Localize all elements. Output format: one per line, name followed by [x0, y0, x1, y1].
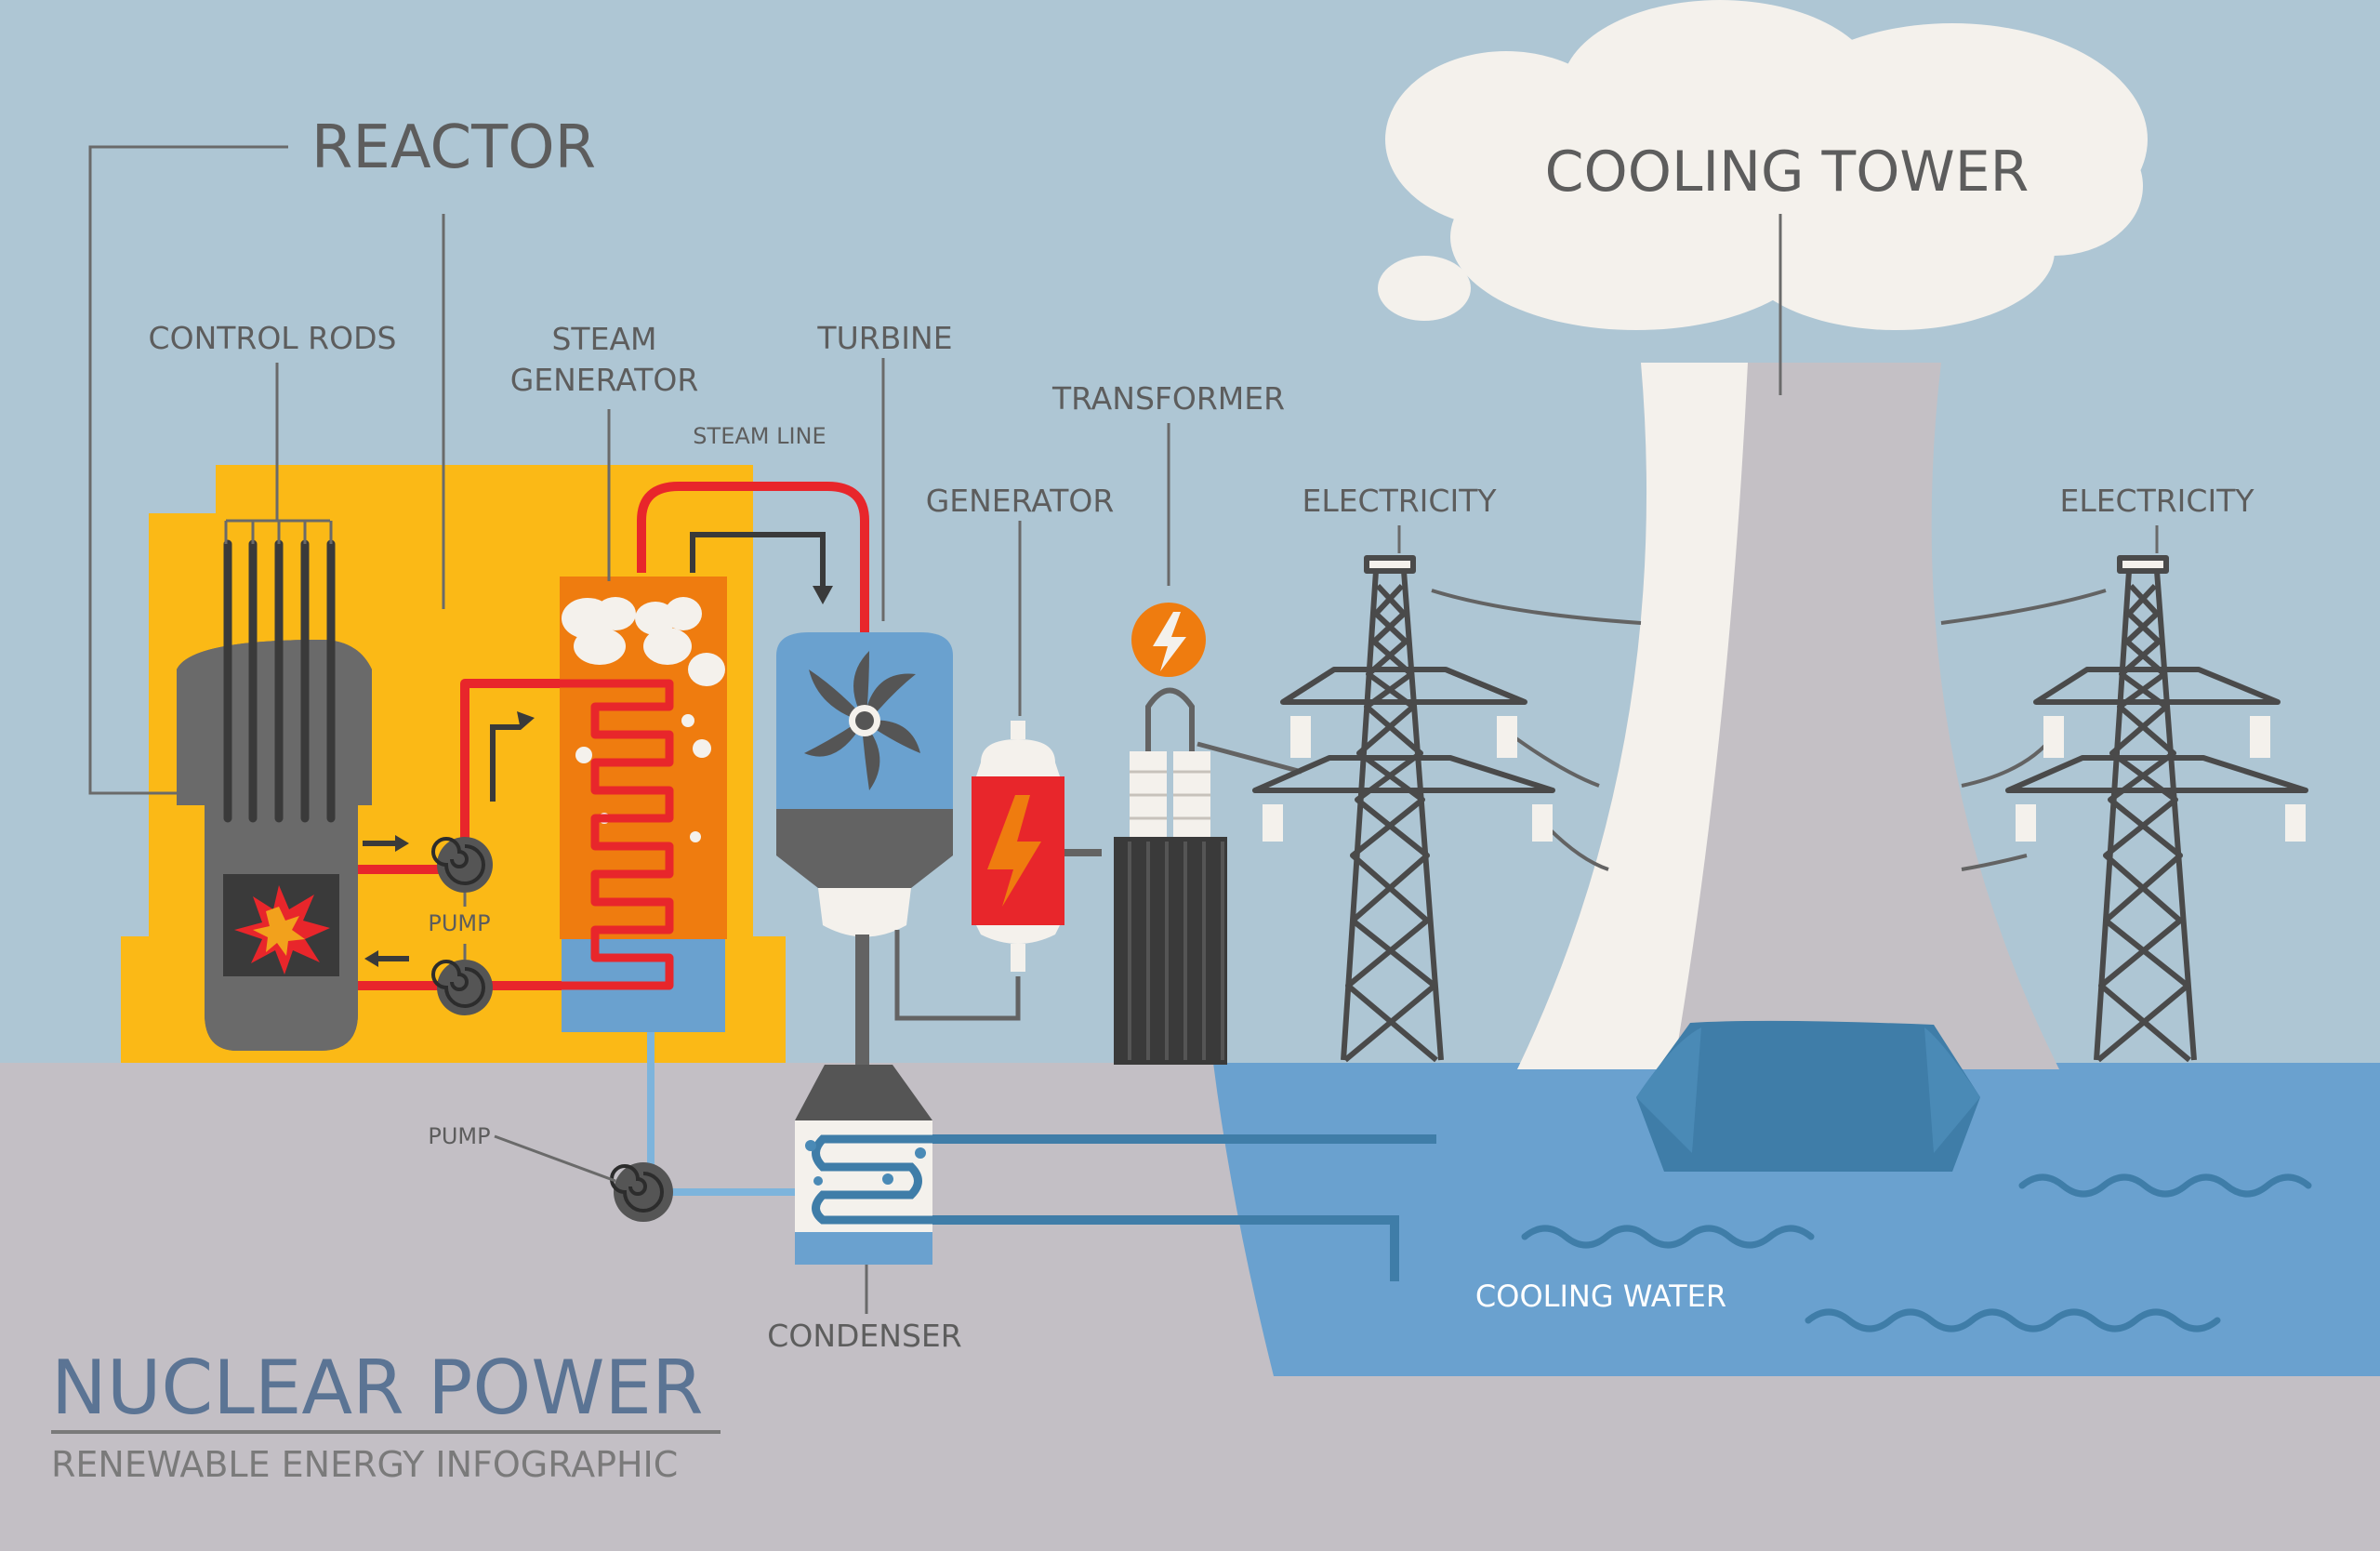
- page-subtitle: RENEWABLE ENERGY INFOGRAPHIC: [51, 1444, 678, 1485]
- waves: [1521, 1173, 2312, 1332]
- label-electricity-left: ELECTRICITY: [1302, 483, 1497, 519]
- pump-icon: [431, 837, 493, 1015]
- leader-lines: [88, 145, 2159, 1314]
- label-pump-primary: PUMP: [428, 910, 490, 936]
- flow-arrow-heads: [364, 586, 833, 967]
- cooling-water-pool: [1213, 1063, 2380, 1376]
- insulators: [1263, 716, 1553, 842]
- label-cooling-tower: COOLING TOWER: [1545, 139, 2030, 205]
- reactor-vessel: [177, 640, 372, 1051]
- steam-generator: [560, 577, 727, 1032]
- pump-icon: [610, 1162, 673, 1222]
- power-pylon-icon: [2005, 555, 2308, 1063]
- lightning-icon: [1131, 603, 1206, 677]
- fan-icon: [804, 651, 920, 790]
- condenser: [795, 1065, 1436, 1281]
- steam-line-pipe: [637, 482, 869, 632]
- control-rods: [223, 539, 336, 823]
- label-generator: GENERATOR: [926, 483, 1115, 519]
- label-steam-line: STEAM LINE: [693, 423, 826, 449]
- label-reactor: REACTOR: [311, 113, 596, 182]
- label-steam-generator-1: STEAM: [551, 321, 656, 357]
- label-pump-cooling: PUMP: [428, 1123, 490, 1149]
- insulators: [2016, 716, 2306, 842]
- lightning-icon: [987, 795, 1041, 907]
- transformer: [1114, 687, 1302, 1065]
- pump-cooling-leader: [494, 1134, 616, 1183]
- explosion-icon: [234, 885, 330, 974]
- power-lines: [1431, 589, 2107, 871]
- page-title: NUCLEAR POWER: [51, 1345, 704, 1431]
- label-transformer: TRANSFORMER: [1051, 380, 1285, 417]
- steam-generator-coil: [465, 679, 674, 990]
- cloud-icon: [1378, 0, 2148, 330]
- shaft-line: [894, 930, 1021, 1021]
- label-steam-generator-2: GENERATOR: [510, 362, 699, 398]
- label-electricity-right: ELECTRICITY: [2059, 483, 2254, 519]
- label-condenser: CONDENSER: [767, 1318, 961, 1354]
- power-pylon-icon: [1252, 555, 1555, 1063]
- cooling-tower: [1517, 363, 2059, 1172]
- label-control-rods: CONTROL RODS: [149, 320, 397, 356]
- label-cooling-water: COOLING WATER: [1475, 1279, 1726, 1314]
- label-turbine: TURBINE: [816, 320, 952, 356]
